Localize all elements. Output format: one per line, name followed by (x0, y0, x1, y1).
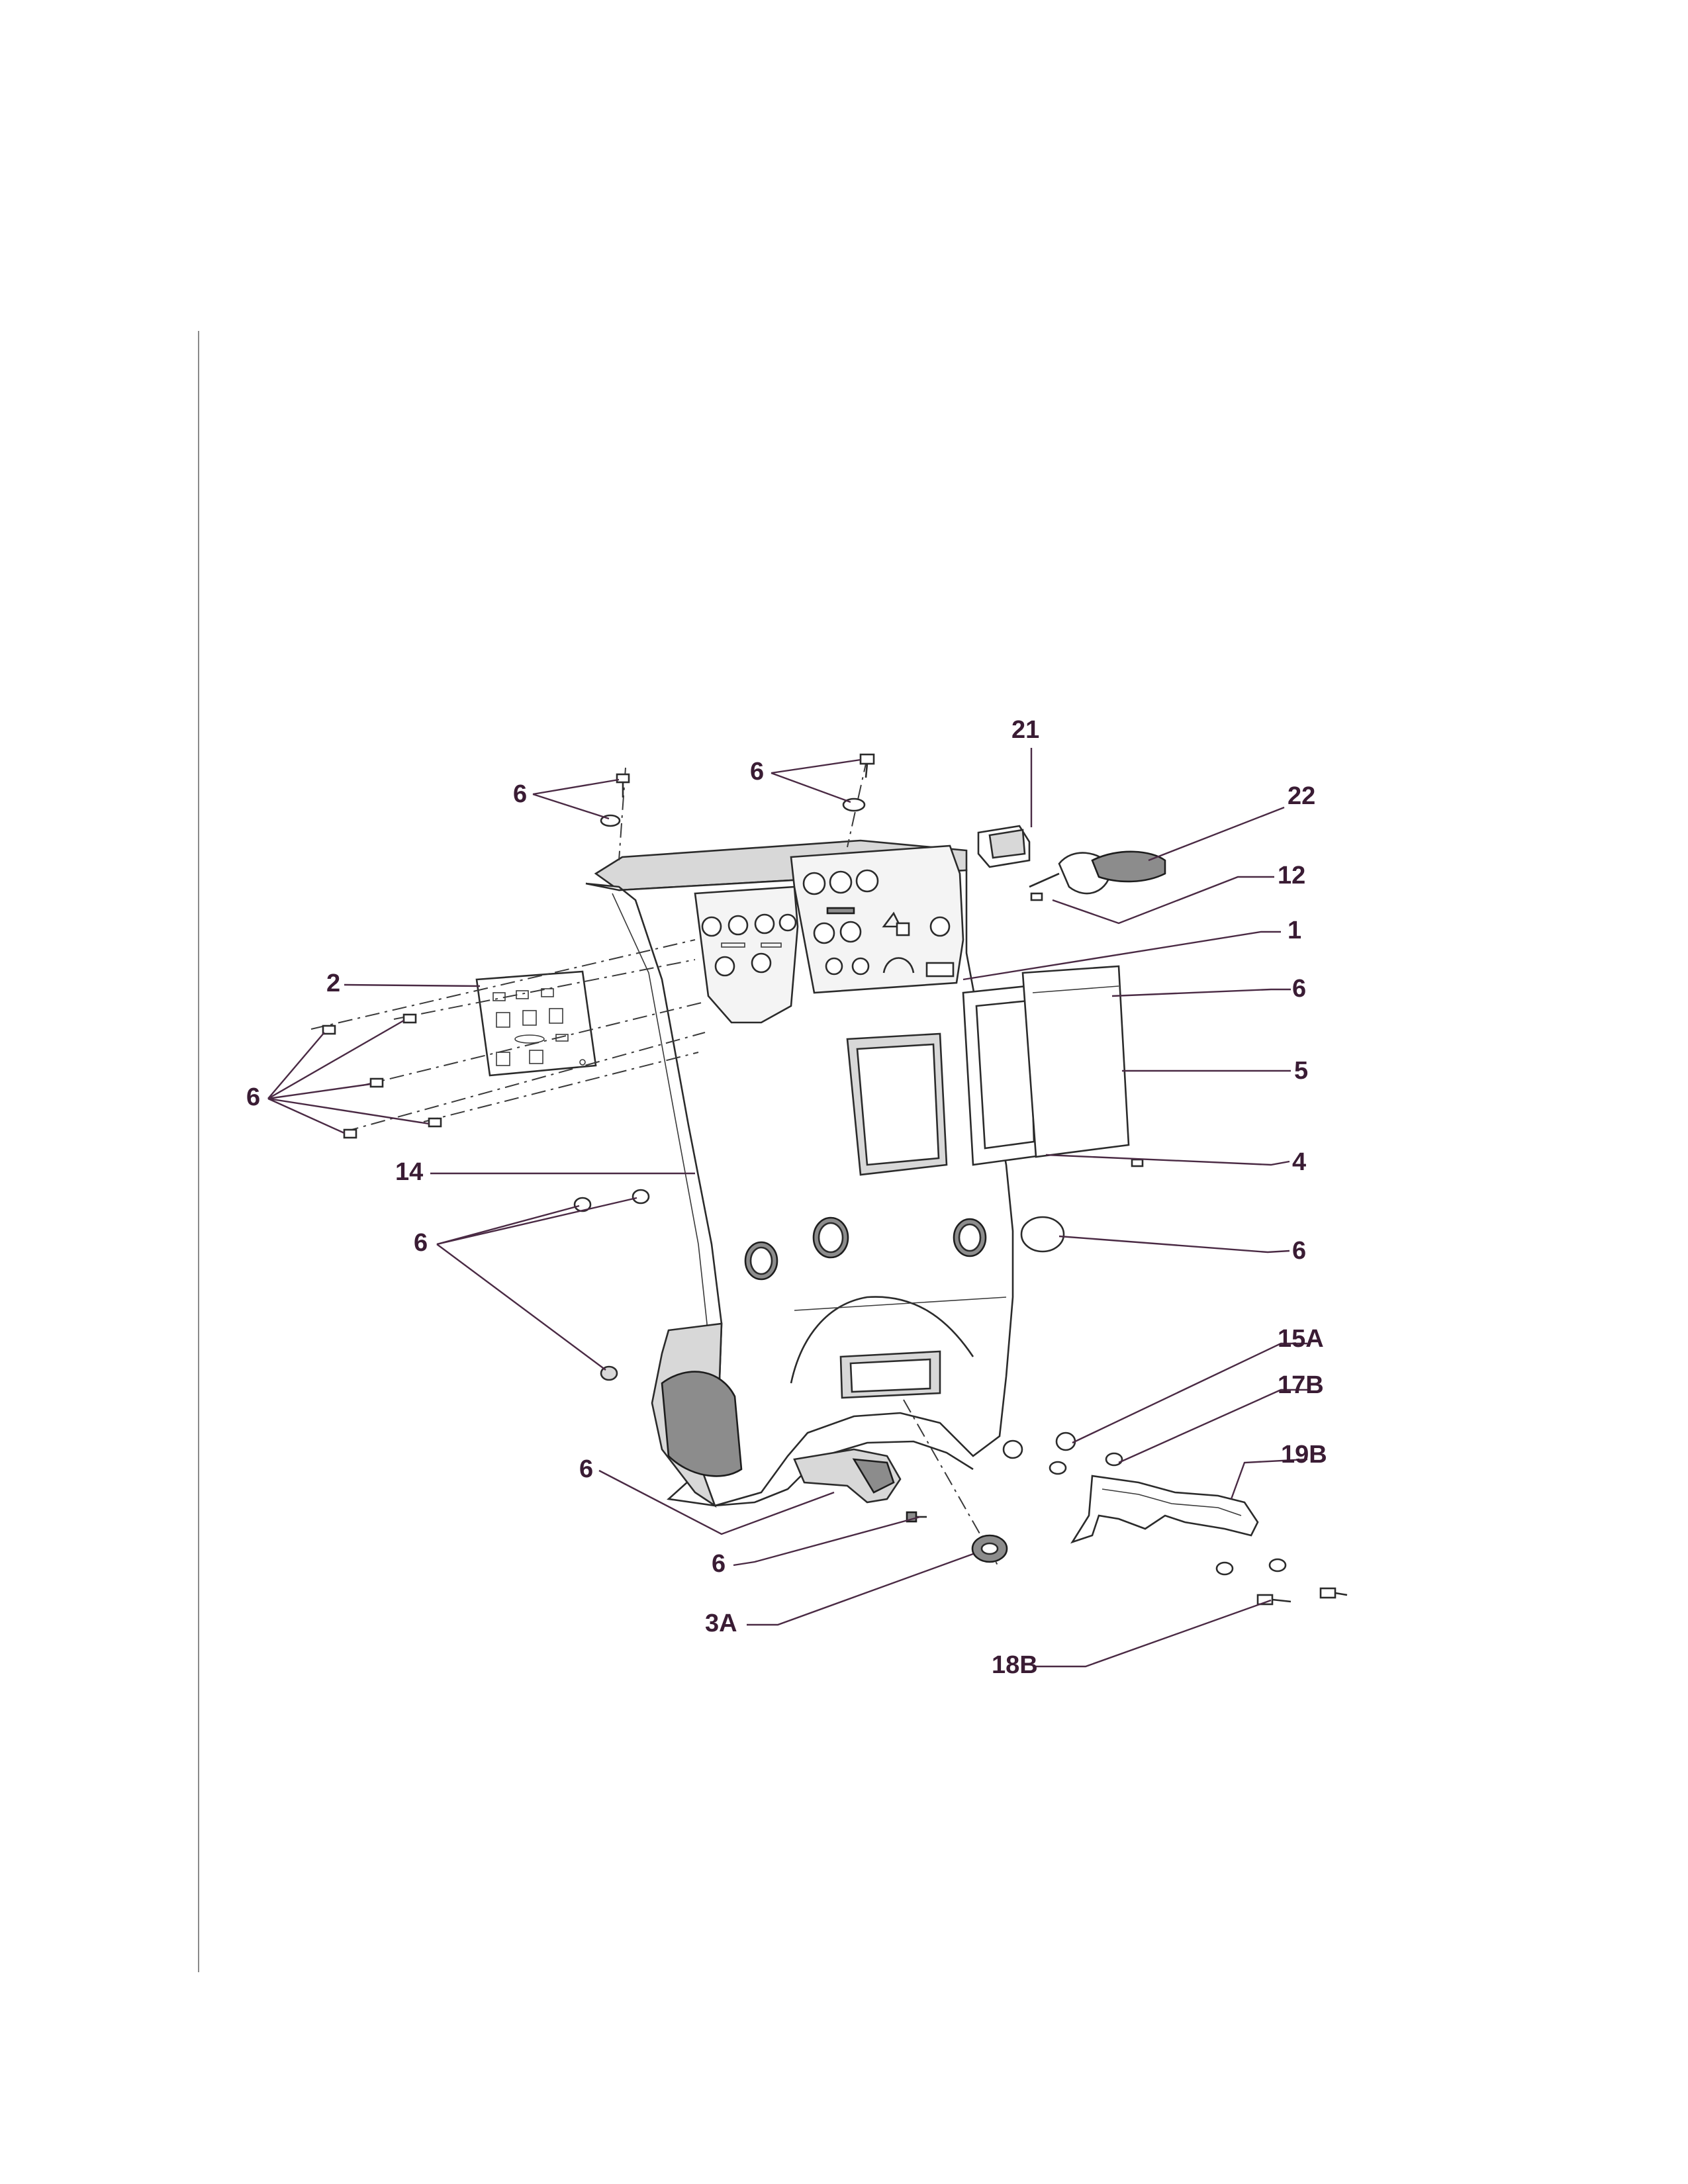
callout-21: 21 (1011, 716, 1039, 744)
callout-18b: 18B (992, 1651, 1038, 1679)
callout-6-bottom-upper: 6 (579, 1455, 593, 1483)
part-21-block (977, 825, 1031, 868)
callout-1: 1 (1288, 917, 1301, 944)
callout-17b: 17B (1278, 1371, 1324, 1399)
part-4-frame (962, 983, 1047, 1166)
callout-14: 14 (395, 1158, 423, 1186)
callout-6-top-middle: 6 (750, 758, 764, 786)
hardware-15a-17b-18b (1002, 1432, 1348, 1606)
callout-4: 4 (1292, 1148, 1306, 1176)
callout-6-left-group: 6 (246, 1083, 260, 1111)
callout-15a: 15A (1278, 1325, 1324, 1353)
callout-5: 5 (1294, 1057, 1308, 1085)
callout-3a: 3A (705, 1610, 737, 1637)
callout-6-top-left: 6 (513, 780, 527, 808)
callout-6-right: 6 (1292, 975, 1306, 1003)
part-22-key-switch (1029, 850, 1166, 901)
callout-6-bottom-lower: 6 (712, 1550, 726, 1578)
part-5-cover (1021, 965, 1130, 1158)
callout-6-mid-left: 6 (414, 1229, 428, 1257)
callout-22: 22 (1288, 782, 1315, 810)
decal-symbols (802, 869, 955, 978)
callout-labels: 21 22 12 1 6 5 4 6 15A 17B 19B 18B 3A 6 … (246, 716, 1327, 1679)
leader-lines (267, 748, 1308, 1668)
callout-2: 2 (326, 970, 340, 997)
page-margin-rule (198, 331, 199, 1972)
callout-6-plug: 6 (1292, 1237, 1306, 1265)
callout-12: 12 (1278, 862, 1305, 889)
assembly-lines (310, 757, 1000, 1569)
console-housing (585, 839, 1014, 1508)
panel-gauges (701, 913, 797, 977)
callout-19b: 19B (1281, 1441, 1327, 1469)
part-19b-handle (1070, 1475, 1259, 1544)
